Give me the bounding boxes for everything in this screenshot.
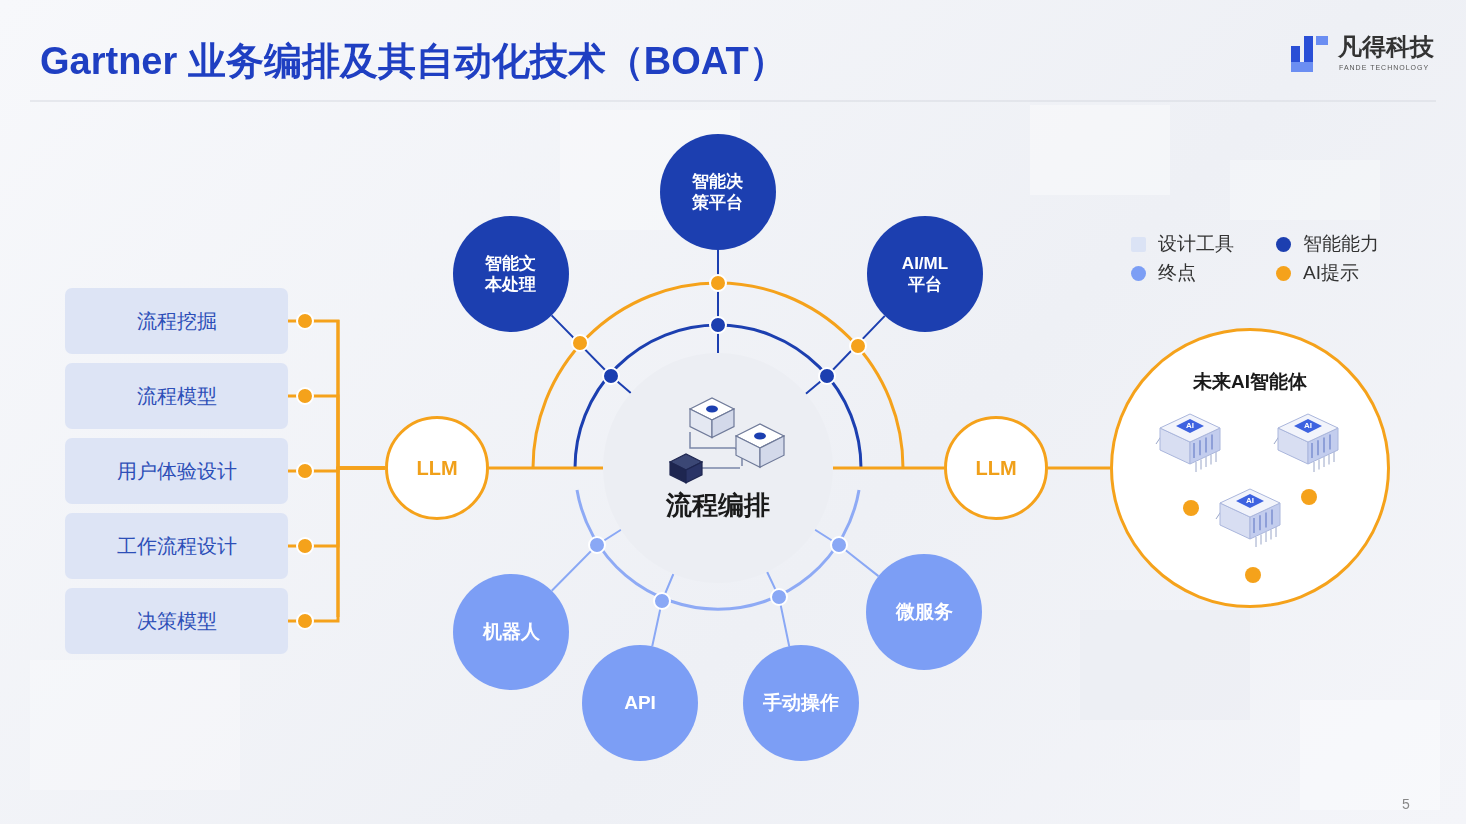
legend-swatch [1131,266,1146,281]
node-label: 智能决策平台 [691,171,745,214]
connector [717,250,719,353]
legend-text: 终点 [1158,260,1196,286]
legend-item: 设计工具 [1131,231,1234,257]
logo-subtitle: FANDE TECHNOLOGY [1339,64,1429,71]
connector [767,572,789,646]
endpoint-circle-outline [866,554,982,670]
node-label: 流程模型 [137,384,217,409]
connector [288,468,385,621]
node-label: 手动操作 [763,691,839,715]
node-label: AI/ML 平台 [894,253,955,296]
node-label: 工作流程设计 [117,534,237,559]
llm-circle-outline [944,416,1048,520]
endpoint-circle: 机器人 [453,574,569,690]
design-tool-box: 流程模型 [65,363,288,429]
connector [833,467,944,470]
legend-item: 终点 [1131,260,1196,286]
capability-circle: AI/ML 平台 [867,216,983,332]
orchestration-hub: 流程编排 [603,353,833,583]
hub-icon [670,398,784,483]
chip-mark: AI [1186,422,1194,430]
connector [288,321,385,468]
connector [288,396,385,468]
legend-swatch [1131,237,1146,252]
llm-circle: LLM [944,416,1048,520]
legend-swatch [1276,237,1291,252]
capability-circle-outline [660,134,776,250]
capability-circle-outline [867,216,983,332]
node-label: 流程挖掘 [137,309,217,334]
chip-mark: AI [1304,422,1312,430]
design-tool-box: 用户体验设计 [65,438,288,504]
slide-title: Gartner 业务编排及其自动化技术（BOAT） [40,36,787,87]
endpoint-circle-outline [743,645,859,761]
legend-text: 智能能力 [1303,231,1379,257]
node-label: 流程编排 [666,489,770,522]
capability-circle: 智能文本处理 [453,216,569,332]
legend-text: AI提示 [1303,260,1359,286]
design-tool-box: 决策模型 [65,588,288,654]
background-cubes [30,105,1440,810]
connector [552,315,631,393]
connector [815,530,878,576]
design-tool-box: 工作流程设计 [65,513,288,579]
node-label: 未来AI智能体 [1193,370,1307,394]
node-label: 用户体验设计 [117,459,237,484]
endpoint-circle: API [582,645,698,761]
junction-dots [297,275,866,629]
llm-circle-outline [385,416,489,520]
node-label: LLM [975,456,1016,481]
node-label: LLM [416,456,457,481]
title-rule [30,101,1436,102]
orchestration-hub-outline [603,353,833,583]
design-tool-box: 流程挖掘 [65,288,288,354]
node-label: 智能文本处理 [484,253,538,296]
legend-swatch [1276,266,1291,281]
agent-circle-outline [1110,328,1390,608]
agent-circle: 未来AI智能体 [1110,328,1390,608]
legend-item: 智能能力 [1276,231,1379,257]
node-label: 微服务 [896,600,953,624]
capability-circle-outline [453,216,569,332]
endpoint-circle-outline [453,574,569,690]
connector [652,574,673,646]
llm-circle: LLM [385,416,489,520]
orchestration-arcs [338,283,903,617]
logo-name: 凡得科技 [1338,35,1434,59]
chip-mark: AI [1246,497,1254,505]
node-label: API [624,691,656,715]
connector [806,316,885,394]
connector [1048,467,1110,470]
ai-chip-illustration [1156,414,1338,583]
legend-text: 设计工具 [1158,231,1234,257]
node-label: 决策模型 [137,609,217,634]
connector [552,530,621,591]
connector [489,467,603,470]
capability-circle: 智能决策平台 [660,134,776,250]
node-label: 机器人 [483,620,540,644]
endpoint-circle: 手动操作 [743,645,859,761]
endpoint-circle-outline [582,645,698,761]
endpoint-circle: 微服务 [866,554,982,670]
logo-icon [1291,36,1328,72]
page-number: 5 [1402,797,1410,811]
legend-item: AI提示 [1276,260,1359,286]
